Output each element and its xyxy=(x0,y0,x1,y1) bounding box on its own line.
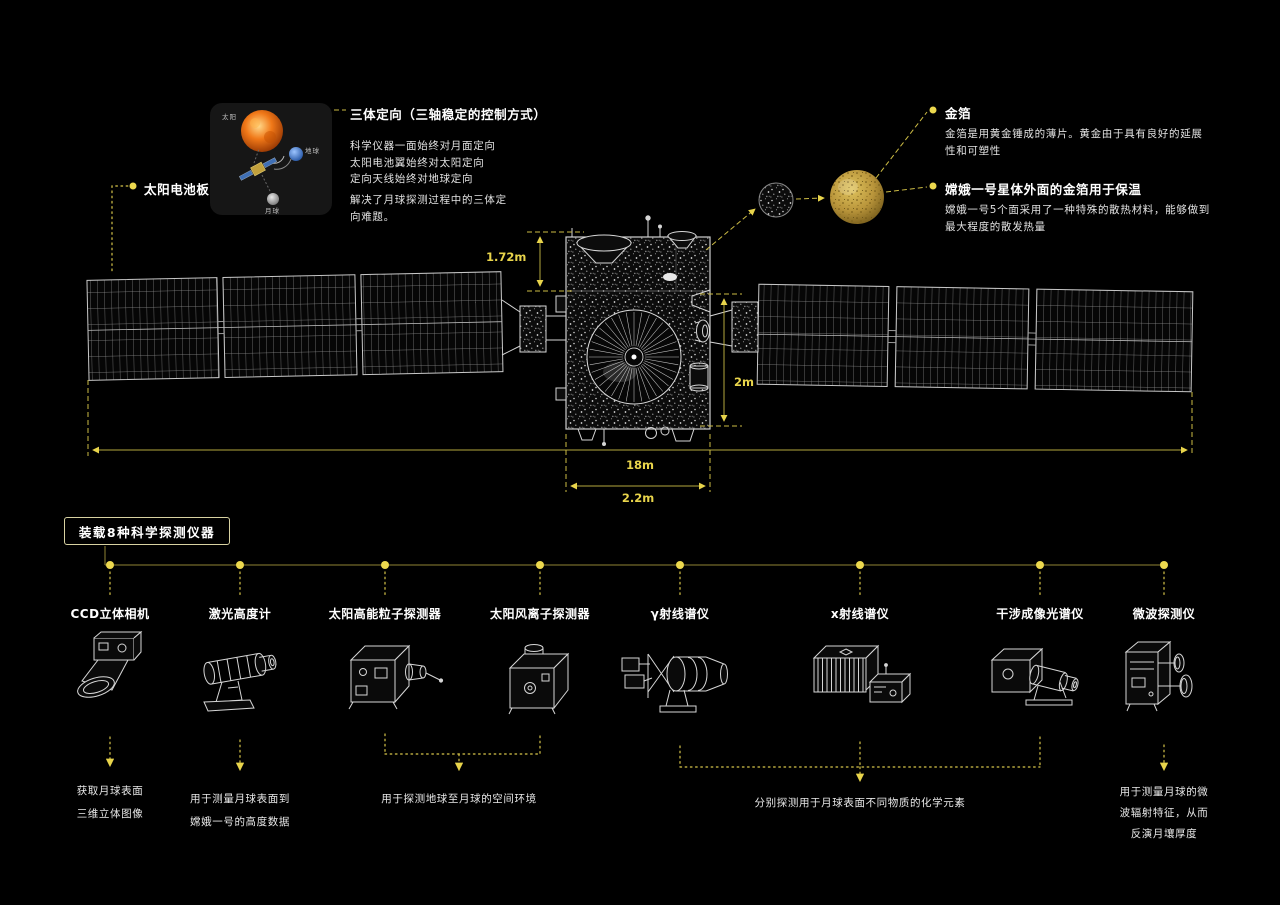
gold-foil-desc-line1: 金箔是用黄金锤成的薄片。黄金由于具有良好的延展 xyxy=(945,128,1203,140)
orientation-p2-line1: 解决了月球探测过程中的三体定 xyxy=(350,194,507,206)
side-sensor xyxy=(689,319,710,392)
mini-satellite xyxy=(238,157,278,181)
desc-microwave-line2: 波辐射特征，从而 xyxy=(1119,807,1209,819)
dimension-body-height: 2m xyxy=(734,375,754,389)
orientation-p1-line2: 太阳电池翼始终对太阳定向 xyxy=(350,156,485,169)
top-dish-antenna xyxy=(575,234,633,264)
desc-ccd-line2: 三维立体图像 xyxy=(76,808,144,820)
desc-microwave-line1: 用于测量月球的微 xyxy=(1119,786,1209,798)
earth-label: 地球 xyxy=(305,147,320,155)
dimension-antenna-height: 1.72m xyxy=(486,250,527,264)
instruments-tree xyxy=(104,546,1169,783)
body-edge-units xyxy=(555,295,567,401)
desc-microwave-line3: 反演月壤厚度 xyxy=(1130,828,1198,840)
insulation-desc-line2: 最大程度的散发热量 xyxy=(945,220,1046,233)
thrusters xyxy=(577,426,695,446)
instrument-name-imaging-spectrometer: 干涉成像光谱仪 xyxy=(996,607,1084,621)
sun-label: 太阳 xyxy=(222,113,237,121)
instrument-name-laser-altimeter: 激光高度计 xyxy=(208,607,272,621)
left-solar-array xyxy=(86,271,504,381)
desc-laser-line1: 用于测量月球表面到 xyxy=(190,793,290,805)
instrument-name-xray-spectrometer: x射线谱仪 xyxy=(830,607,890,621)
body-oval-marking xyxy=(663,273,677,281)
gold-foil-spheres xyxy=(758,170,884,224)
gold-foil-desc-line2: 性和可塑性 xyxy=(945,144,1001,157)
moon-sphere xyxy=(267,193,279,205)
secondary-dish xyxy=(666,231,697,249)
desc-chemical-elements: 分别探测用于月球表面不同物质的化学元素 xyxy=(754,797,966,809)
desc-laser-line2: 嫦娥一号的高度数据 xyxy=(190,816,290,828)
instruments-header: 装载8种科学探测仪器 xyxy=(64,517,230,545)
orientation-diagram-art xyxy=(238,110,303,205)
interference-imaging-spectrometer-icon xyxy=(990,647,1079,706)
dimension-lines xyxy=(87,231,1193,492)
leader-lines xyxy=(111,106,937,275)
insulation-desc: 嫦娥一号5个面采用了一种特殊的散热材料，能够做到 最大程度的散发热量 xyxy=(945,202,1210,235)
solar-wind-ion-detector-icon xyxy=(508,644,570,715)
orientation-paragraph-1: 科学仪器一面始终对月面定向 太阳电池翼始终对太阳定向 定向天线始终对地球定向 xyxy=(350,138,496,188)
orientation-diagram: 太阳 地球 月球 xyxy=(210,103,332,215)
solar-high-energy-particle-detector-icon xyxy=(348,644,444,710)
desc-ccd-line1: 获取月球表面 xyxy=(76,785,144,797)
desc-ccd-camera: 获取月球表面 三维立体图像 xyxy=(77,780,144,826)
gold-foil-desc: 金箔是用黄金锤成的薄片。黄金由于具有良好的延展 性和可塑性 xyxy=(945,126,1203,159)
horn-antenna xyxy=(691,289,711,313)
dimension-wingspan: 18m xyxy=(626,458,654,472)
instrument-name-solar-wind-detector: 太阳风离子探测器 xyxy=(489,607,591,621)
directional-dish xyxy=(586,309,682,405)
instrument-name-microwave-detector: 微波探测仪 xyxy=(1132,607,1196,621)
orientation-paragraph-2: 解决了月球探测过程中的三体定 向难题。 xyxy=(350,192,507,225)
right-solar-array xyxy=(756,283,1194,393)
orientation-p1-line1: 科学仪器一面始终对月面定向 xyxy=(350,140,496,152)
antenna-rods xyxy=(571,215,662,237)
desc-space-environment: 用于探测地球至月球的空间环境 xyxy=(381,793,537,805)
instrument-name-ccd-camera: CCD立体相机 xyxy=(70,607,150,621)
orientation-title: 三体定向（三轴稳定的控制方式） xyxy=(350,107,547,122)
desc-microwave: 用于测量月球的微 波辐射特征，从而 反演月壤厚度 xyxy=(1120,782,1209,845)
ccd-stereo-camera-icon xyxy=(77,630,143,698)
orientation-p2-line2: 向难题。 xyxy=(350,210,395,223)
sun-sphere xyxy=(241,110,283,152)
x-ray-spectrometer-icon xyxy=(812,644,912,704)
insulation-desc-line1: 嫦娥一号5个面采用了一种特殊的散热材料，能够做到 xyxy=(945,204,1210,216)
gold-foil-label: 金箔 xyxy=(945,106,972,121)
gamma-ray-spectrometer-icon xyxy=(621,653,728,713)
instrument-name-gamma-spectrometer: γ射线谱仪 xyxy=(650,607,710,621)
moon-label: 月球 xyxy=(265,207,280,215)
microwave-detector-icon xyxy=(1124,640,1193,712)
foil-texture-sphere xyxy=(758,182,794,218)
insulation-label: 嫦娥一号星体外面的金箔用于保温 xyxy=(945,182,1142,197)
instrument-name-solar-particle-detector: 太阳高能粒子探测器 xyxy=(328,607,442,621)
satellite-body xyxy=(555,215,711,446)
orientation-p1-line3: 定向天线始终对地球定向 xyxy=(350,173,474,185)
dimension-body-width: 2.2m xyxy=(621,491,655,505)
desc-laser-altimeter: 用于测量月球表面到 嫦娥一号的高度数据 xyxy=(190,788,290,834)
panel-yokes xyxy=(501,299,759,356)
laser-altimeter-icon xyxy=(203,652,277,712)
solar-panel-label: 太阳电池板 xyxy=(144,182,210,197)
earth-sphere xyxy=(289,147,303,161)
